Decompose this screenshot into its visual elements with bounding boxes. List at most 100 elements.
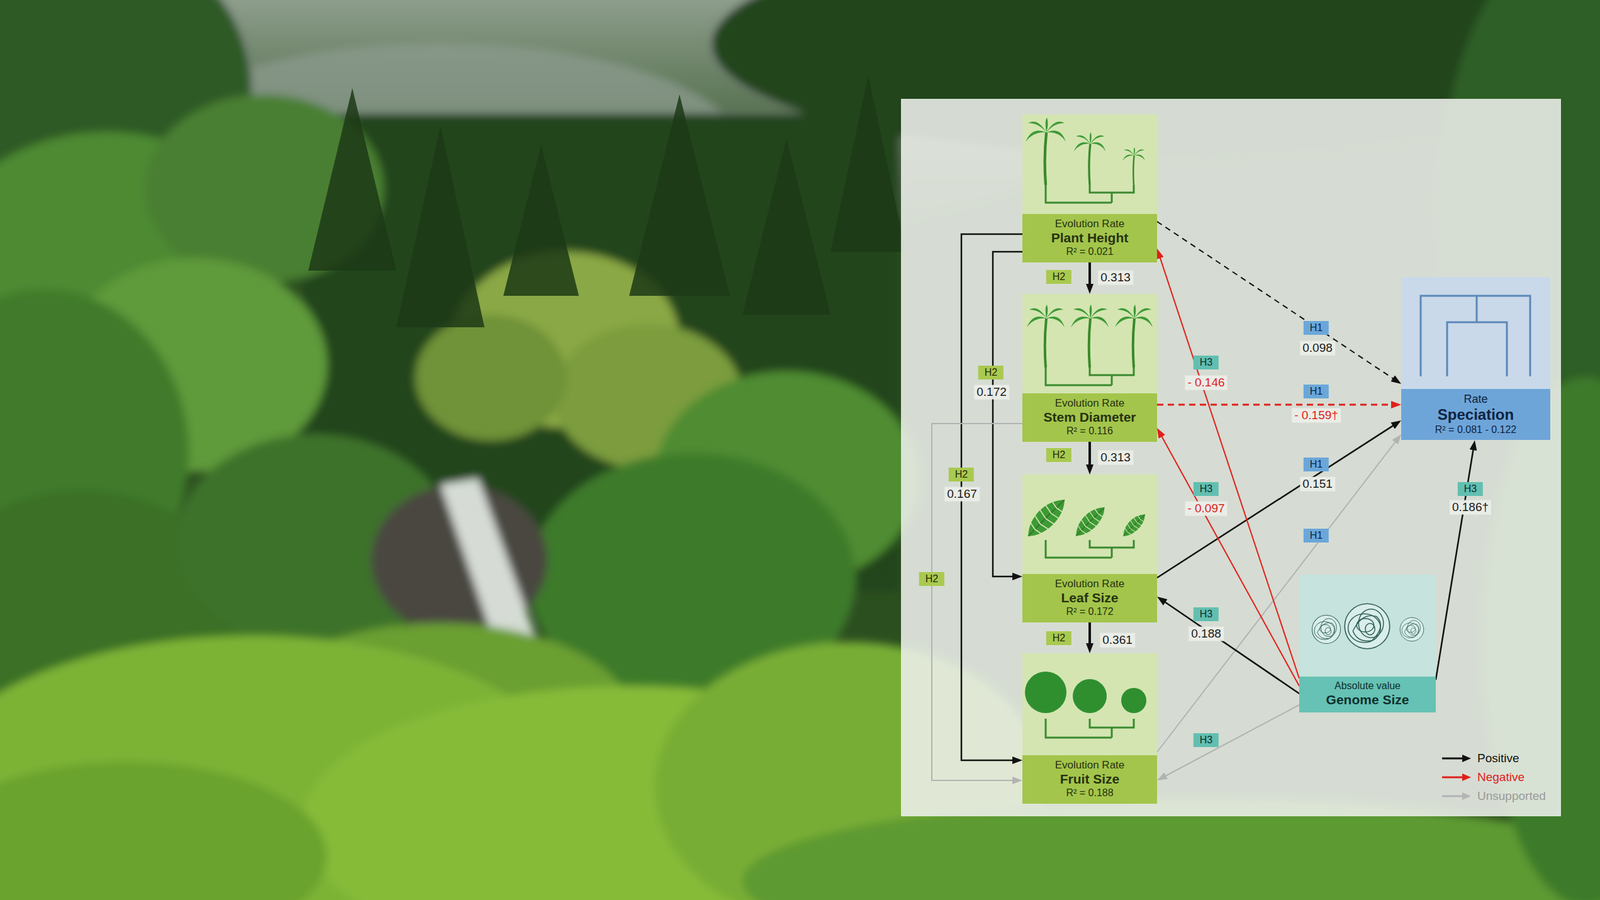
hypothesis-tag: H2 <box>1046 269 1072 284</box>
effect-arrow <box>1157 403 1397 406</box>
trait-rate-box: Evolution RateStem DiameterR² = 0.116 <box>1022 293 1158 442</box>
pine-silhouettes <box>830 75 907 252</box>
icon-space <box>1022 114 1158 214</box>
trait-rate-box: Evolution RateFruit SizeR² = 0.188 <box>1022 653 1158 804</box>
genome-size-icon <box>1299 574 1436 677</box>
box-caption: R² = 0.081 - 0.122 <box>1406 424 1546 437</box>
genome-size-icon <box>1299 574 1436 677</box>
hypothesis-tag: H1 <box>1303 384 1329 399</box>
genome-size-icon <box>1311 614 1341 644</box>
box-title: Leaf Size <box>1027 590 1153 606</box>
pine-silhouettes <box>396 125 485 328</box>
effect-arrow <box>1088 622 1091 649</box>
box-caption: Evolution Rate <box>1027 217 1153 231</box>
legend-row: Unsupported <box>1440 786 1546 806</box>
legend-arrowhead <box>1462 792 1472 800</box>
genome-size-icon <box>1399 617 1424 642</box>
legend-text: Unsupported <box>1477 788 1546 803</box>
trait-rate-box: Evolution RatePlant HeightR² = 0.021 <box>1022 114 1158 263</box>
icon-space <box>1022 293 1158 394</box>
label-band: Evolution RateStem DiameterR² = 0.116 <box>1022 393 1158 442</box>
genome-box: Absolute valueGenome Size <box>1299 574 1436 713</box>
hypothesis-tag: H2 <box>978 365 1004 380</box>
legend-arrowhead <box>1462 773 1472 781</box>
plant-height-icon <box>1045 184 1134 203</box>
path-coefficient: 0.098 <box>1299 341 1336 356</box>
legend-row: Positive <box>1440 748 1546 768</box>
hypothesis-tag: H1 <box>1303 320 1329 335</box>
path-coefficient: 0.361 <box>1099 632 1136 648</box>
stem-diameter-icon <box>1022 293 1158 394</box>
panel <box>900 98 1561 817</box>
label-band: Evolution RateFruit SizeR² = 0.188 <box>1022 755 1158 804</box>
hypothesis-tag: H3 <box>1193 355 1219 370</box>
path-coefficient: 0.151 <box>1299 476 1336 492</box>
effect-arrow <box>992 251 1023 577</box>
legend-sample <box>1440 790 1473 801</box>
legend-line <box>1442 795 1464 798</box>
effect-arrow <box>1088 441 1091 470</box>
hypothesis-tag: H3 <box>1193 732 1219 747</box>
speciation-icon <box>1420 295 1531 377</box>
fruit-size-icon <box>1072 678 1107 713</box>
box-caption: Evolution Rate <box>1027 758 1153 772</box>
icon-space <box>1401 276 1551 389</box>
path-coefficient: - 0.159† <box>1291 408 1341 423</box>
plant-height-icon <box>1022 114 1158 214</box>
pine-silhouettes <box>308 75 907 328</box>
plant-height-icon <box>1122 147 1146 185</box>
hypothesis-tag: H2 <box>948 467 974 482</box>
speciation-icon <box>1401 276 1551 389</box>
pine-silhouettes <box>629 94 730 296</box>
stem-diameter-icon <box>1045 367 1134 386</box>
leaf-size-icon <box>1022 474 1158 574</box>
hypothesis-tag: H3 <box>1457 481 1483 496</box>
hypothesis-tag: H2 <box>1046 447 1072 462</box>
label-band: Evolution RateLeaf SizeR² = 0.172 <box>1022 573 1158 623</box>
hypothesis-tag: H1 <box>1303 528 1329 543</box>
box-caption: R² = 0.172 <box>1027 605 1153 618</box>
speciation-icon <box>1401 276 1551 389</box>
legend-line <box>1442 757 1464 760</box>
pine-silhouettes <box>308 88 397 271</box>
path-coefficient: 0.186† <box>1449 500 1492 515</box>
effect-arrow <box>1435 444 1475 680</box>
fruit-size-icon <box>1022 653 1158 756</box>
legend-sample <box>1440 772 1473 783</box>
icon-space <box>1299 574 1436 677</box>
path-coefficient: 0.313 <box>1097 270 1134 286</box>
path-coefficient: 0.188 <box>1188 626 1224 642</box>
fruit-size-icon <box>1121 687 1147 713</box>
hypothesis-tag: H2 <box>919 571 945 586</box>
effect-arrow <box>1159 432 1300 686</box>
box-caption: R² = 0.021 <box>1027 246 1153 258</box>
leaf-size-icon <box>1022 474 1158 574</box>
speciation-box: RateSpeciationR² = 0.081 - 0.122 <box>1401 276 1551 440</box>
legend-arrowhead <box>1462 754 1472 762</box>
fruit-size-icon <box>1022 653 1158 756</box>
stem-diameter-icon <box>1022 293 1158 394</box>
stem-diameter-icon <box>1070 304 1109 368</box>
box-caption: R² = 0.188 <box>1027 787 1153 800</box>
hypothesis-tag: H3 <box>1193 607 1219 621</box>
effect-arrow <box>931 423 1023 781</box>
plant-height-icon <box>1074 132 1106 185</box>
legend: PositiveNegativeUnsupported <box>1440 748 1546 806</box>
hypothesis-tag: H3 <box>1193 481 1219 496</box>
leaf-size-icon <box>1123 514 1146 537</box>
box-title: Genome Size <box>1304 692 1431 708</box>
path-coefficient: 0.167 <box>944 486 980 502</box>
label-band: Absolute valueGenome Size <box>1299 676 1436 713</box>
foliage <box>415 314 567 441</box>
box-title: Stem Diameter <box>1027 409 1153 426</box>
connector-group <box>931 221 1475 781</box>
plant-height-icon <box>1025 117 1066 185</box>
box-caption: Evolution Rate <box>1027 397 1153 410</box>
pine-silhouettes <box>742 138 831 315</box>
effect-arrow <box>1158 253 1300 679</box>
icon-space <box>1022 653 1158 756</box>
